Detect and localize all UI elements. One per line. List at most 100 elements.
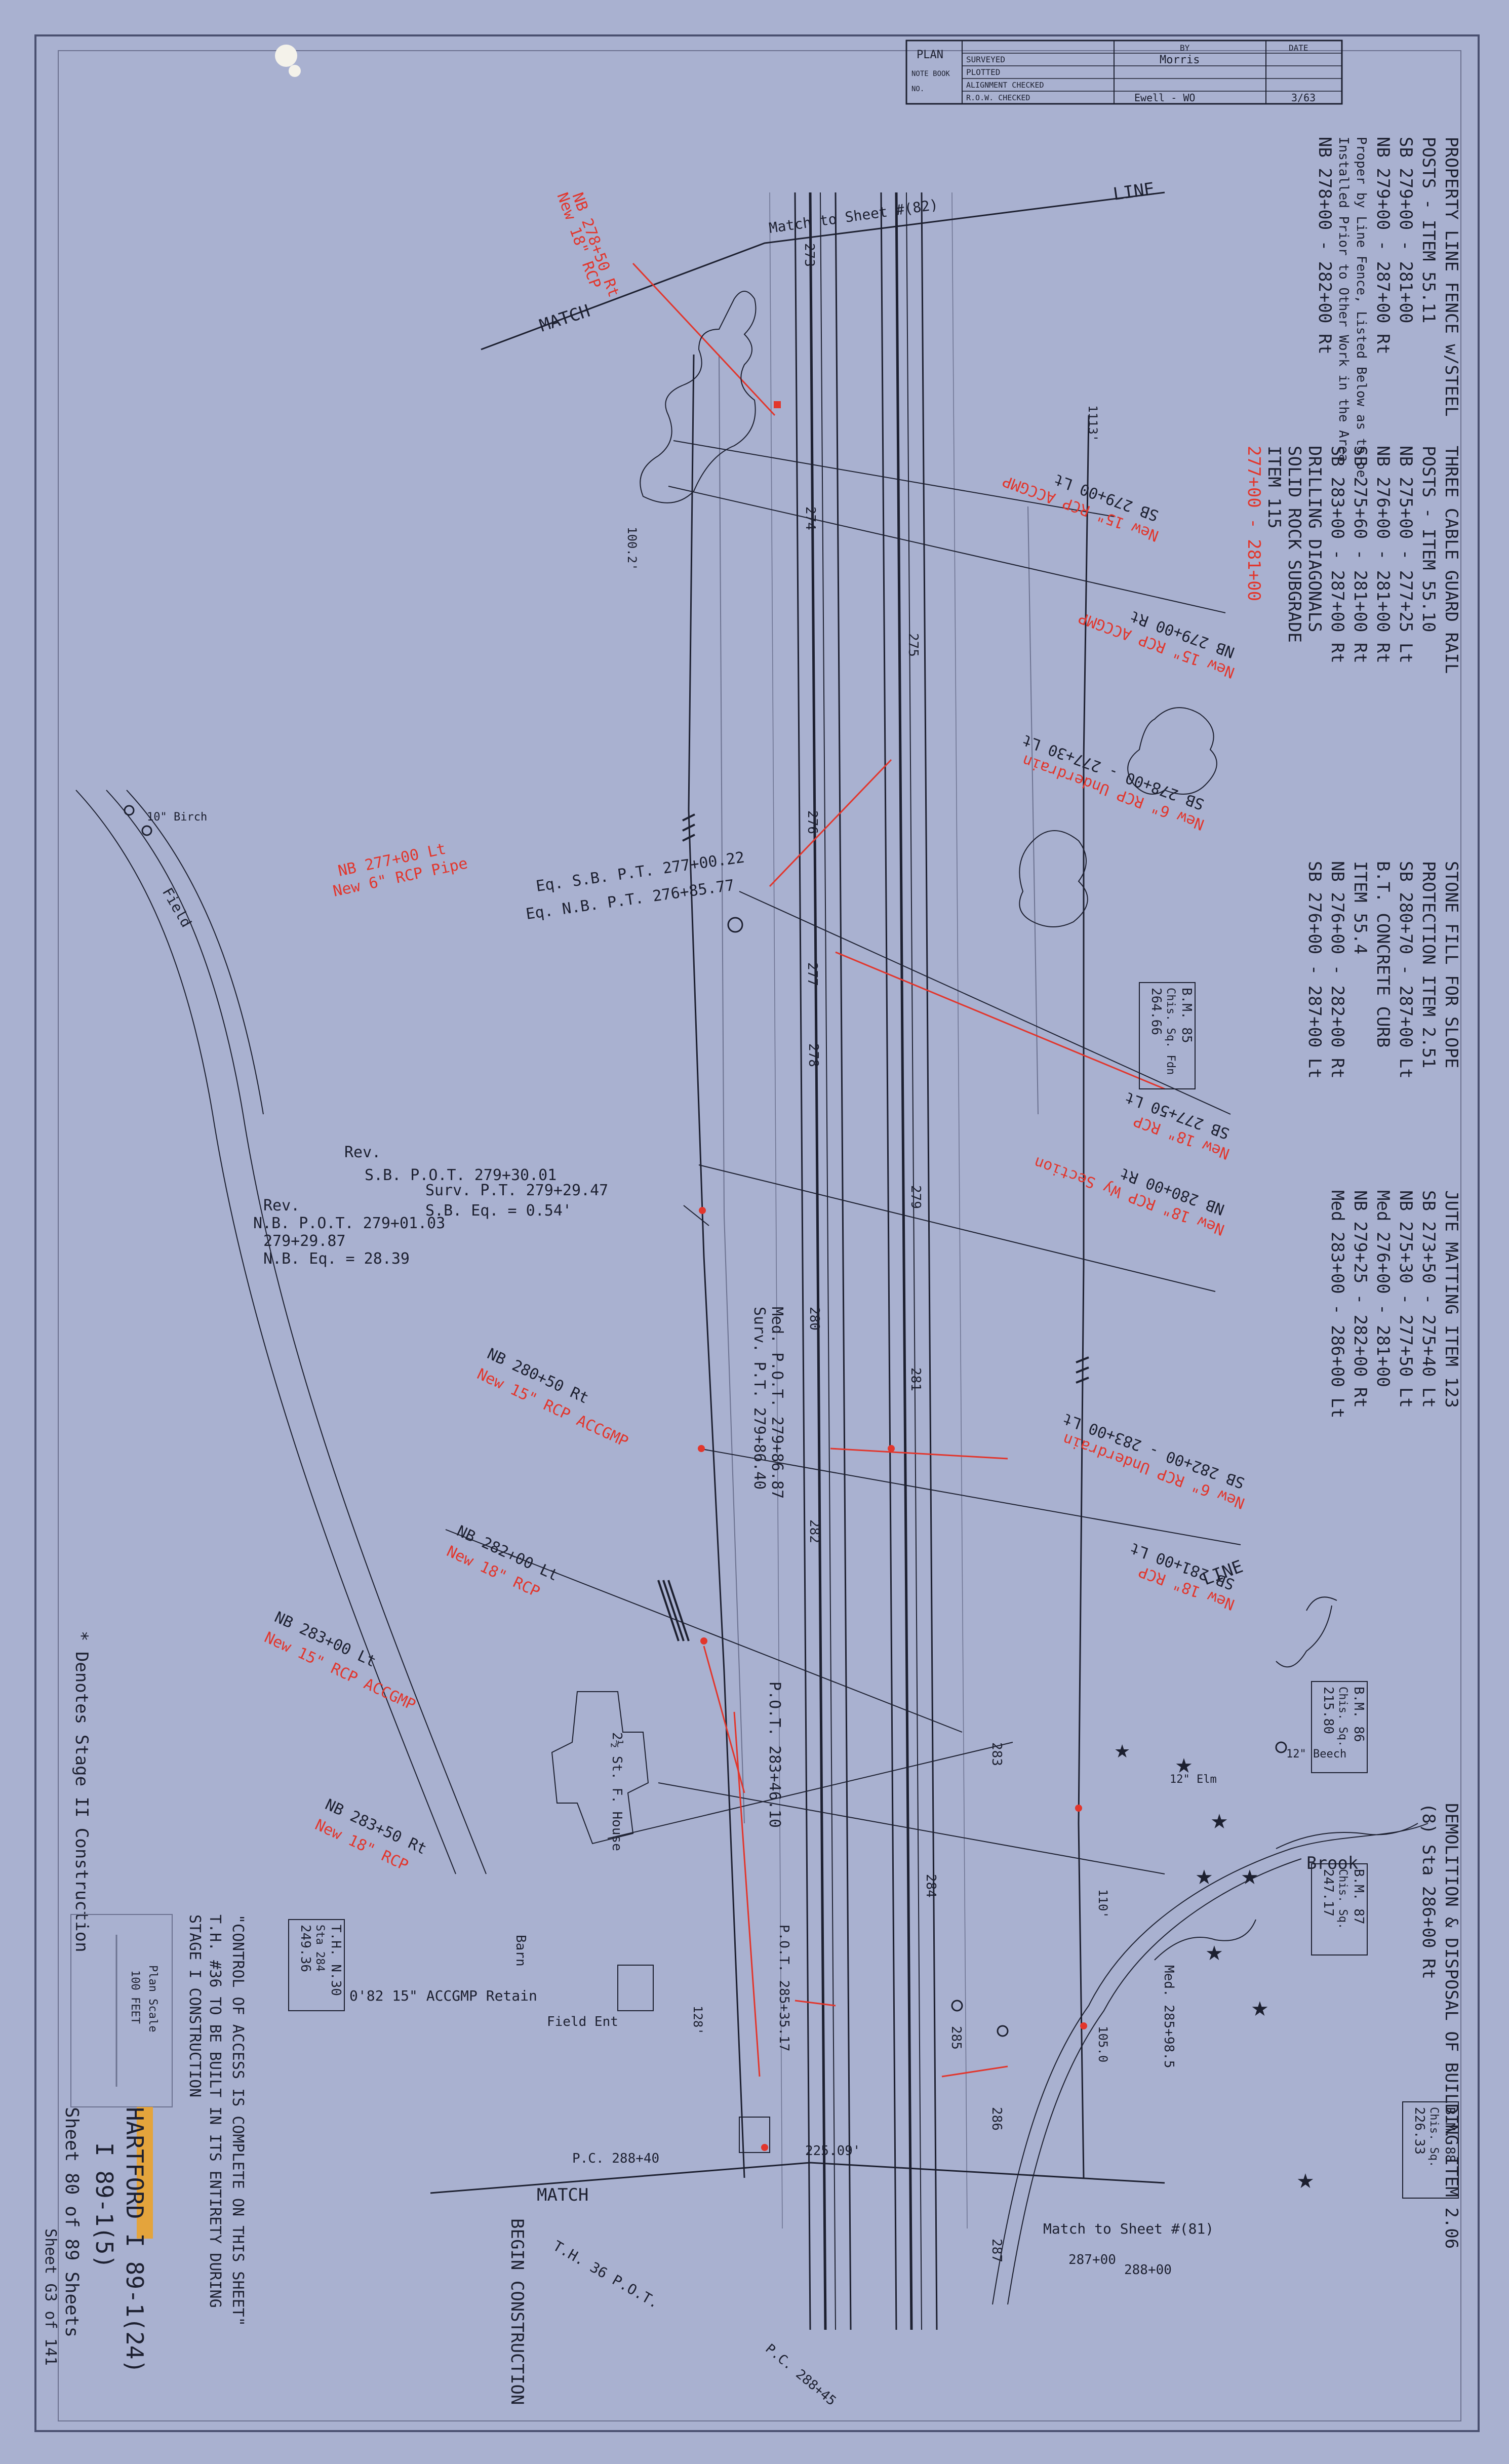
grey-triangle-markers: [719, 354, 1039, 1824]
paper-hole: [275, 45, 297, 67]
station-label: 275: [905, 633, 921, 657]
note-line: SB 275+60 - 281+00 Rt: [1350, 446, 1370, 663]
station-text: T.H. 36 P.O.T.: [550, 2237, 662, 2312]
brook: [992, 1823, 1428, 2305]
station-text: Rev.: [344, 1144, 381, 1161]
title-row-label: R.O.W. CHECKED: [966, 93, 1030, 102]
title-block: PLAN NOTE BOOK NO. BY DATE SURVEYED PLOT…: [905, 40, 1343, 105]
station-label: 279: [908, 1185, 923, 1209]
svg-text:★: ★: [1205, 1942, 1223, 1965]
project-number-text: I 89-1(5): [91, 2142, 118, 2269]
distance-label: 100.2': [625, 527, 639, 571]
note-line: ITEM 55.4: [1350, 861, 1370, 954]
tree-label: 12" Elm: [1170, 1773, 1217, 1786]
distance-labels: 100.2' 128' 110' 105.0 1113': [625, 405, 1110, 2062]
house-outline: [551, 1691, 649, 1845]
note-line: PROTECTION ITEM 2.51: [1418, 861, 1439, 1068]
note-line: Med 283+00 - 286+00 Lt: [1327, 1190, 1347, 1418]
match-label-top: MATCH: [537, 301, 592, 336]
note-jute-matting: JUTE MATTING ITEM 123 SB 273+50 - 275+40…: [1327, 1190, 1461, 1418]
paper-hole: [289, 65, 301, 77]
benchmark-elev: 247.17: [1321, 1869, 1336, 1917]
station-text: P.O.T. 285+35.17: [776, 1925, 791, 2051]
match-label-bottom: MATCH: [537, 2185, 588, 2205]
hatch-marks: [657, 813, 1089, 1641]
control-access-line: T.H. #36 TO BE BUILT IN ITS ENTIRETY DUR…: [206, 1914, 224, 2308]
field-ent-label: Field Ent: [547, 2014, 618, 2029]
svg-text:★: ★: [1296, 2170, 1315, 2193]
cross-drainage-lines: [445, 440, 1241, 1874]
sheet-info: HARTFORD I 89-1(24) I 89-1(5) Sheet 80 o…: [42, 2107, 153, 2373]
benchmark-desc: Chis. Sq.: [1336, 1687, 1349, 1747]
red-pipe-lines: [632, 262, 1165, 2078]
station-text: Surv. P.T. 279+29.47: [425, 1182, 608, 1199]
benchmark-elev: 264.66: [1148, 988, 1164, 1035]
benchmark-desc: Chis. Sq. Fdn: [1164, 988, 1177, 1075]
begin-construction-label: BEGIN CONSTRUCTION: [507, 2218, 527, 2405]
note-line: 277+00 - 281+00: [1244, 446, 1264, 601]
note-line: SB 273+50 - 275+40 Lt: [1418, 1190, 1439, 1408]
title-date-header: DATE: [1289, 43, 1308, 53]
station-text: S.B. Eq. = 0.54': [425, 1202, 572, 1220]
existing-road: [75, 790, 487, 1874]
sheet-tag-highlight: [137, 2107, 153, 2239]
distance-label: 110': [1096, 1889, 1110, 1919]
tree-label: 10" Birch: [147, 811, 207, 824]
station-label: 284: [923, 1874, 938, 1898]
station-text: Rev.: [263, 1197, 300, 1215]
note-line: STONE FILL FOR SLOPE: [1441, 861, 1461, 1068]
benchmark-label: B.M. 86: [1351, 1687, 1366, 1742]
note-line: B.T. CONCRETE CURB: [1373, 861, 1393, 1047]
station-text: P.C. 288+40: [572, 2151, 659, 2166]
station-text: P.C. 288+45: [763, 2341, 839, 2409]
title-row-label: PLOTTED: [966, 67, 1000, 77]
house-label: 2½ St. F. House: [609, 1732, 624, 1851]
note-line: (8) Sta 286+00 Rt: [1418, 1803, 1439, 1979]
station-ticks: 273 274 275 276 277 278 279 280 281 282 …: [802, 243, 1004, 2262]
station-text: Surv. P.T. 279+86.40: [750, 1307, 768, 1490]
benchmark-label: B.M. 88: [1442, 2107, 1457, 2163]
station-text: Med. 285+98.5: [1161, 1965, 1176, 2068]
red-callouts: NB 278+50 Rt New 18" RCP SB 279+00 Lt Ne…: [262, 190, 1247, 1874]
culvert-note: 0'82 15" ACCGMP Retain: [349, 1987, 537, 2004]
note-property-fence: PROPERTY LINE FENCE w/STEEL POSTS - ITEM…: [1315, 137, 1461, 478]
station-label: 278: [806, 1043, 821, 1067]
plan-scale-text: 100 FEET: [129, 1970, 141, 2024]
title-by-header: BY: [1180, 43, 1190, 53]
title-no-label: NO.: [911, 85, 924, 93]
station-label: 283: [989, 1742, 1004, 1766]
title-row-date: 3/63: [1291, 92, 1316, 104]
title-row-label: ALIGNMENT CHECKED: [966, 81, 1044, 90]
station-text: N.B. P.O.T. 279+01.03: [253, 1215, 445, 1232]
title-notebook-label: NOTE BOOK: [911, 70, 950, 78]
benchmark-label: T.H. N.30: [328, 1925, 343, 1996]
svg-text:★: ★: [1195, 1866, 1213, 1889]
station-label: 274: [803, 506, 818, 530]
station-label: 286: [989, 2107, 1004, 2131]
note-line: NB 276+00 - 281+00 Rt: [1373, 446, 1393, 663]
roadway-lines: [769, 192, 968, 2330]
map-labels: MATCH LINE Match to Sheet #(82) MATCH LI…: [147, 179, 1358, 2405]
note-line: SB 276+00 - 287+00 Lt: [1304, 861, 1325, 1079]
note-line: SB 280+70 - 287+00 Lt: [1396, 861, 1416, 1079]
station-text: Med. P.O.T. 279+86.87: [768, 1307, 786, 1499]
sheet-border: [34, 34, 1480, 2432]
station-text: 225.09': [805, 2143, 861, 2159]
sheet-number-text: Sheet 80 of 89 Sheets: [61, 2107, 82, 2337]
tree-outlines: [640, 291, 1418, 1961]
distance-label: 1113': [1086, 405, 1100, 442]
note-line: PROPERTY LINE FENCE w/STEEL: [1441, 137, 1461, 417]
tree-star-markers: ★ ★ ★ ★ ★ ★ ★ ★: [1114, 1741, 1315, 2193]
station-label: 276: [805, 810, 820, 834]
note-demolition: DEMOLITION & DISPOSAL OF BUILDING ITEM 2…: [1418, 1803, 1461, 2249]
benchmark-label: B.M. 87: [1351, 1869, 1366, 1925]
town-project-text: HARTFORD I 89-1(24): [121, 2107, 148, 2373]
note-line: NB 275+30 - 277+50 Lt: [1396, 1190, 1416, 1408]
note-line: Proper by Line Fence, Listed Below as to…: [1354, 137, 1369, 478]
svg-text:★: ★: [1114, 1741, 1130, 1762]
station-label: 280: [807, 1307, 822, 1331]
benchmark-elev: 226.33: [1412, 2107, 1427, 2155]
brook-label: Brook: [1306, 1853, 1358, 1873]
red-nodes: [698, 401, 1087, 2151]
